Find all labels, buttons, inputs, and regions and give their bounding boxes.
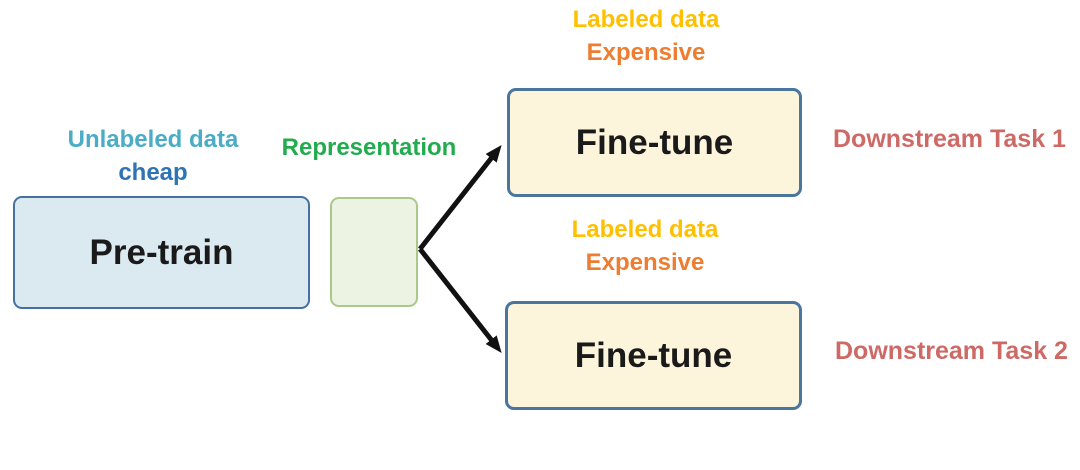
pretrain-box: Pre-train bbox=[13, 196, 310, 309]
finetune-bottom-box: Fine-tune bbox=[505, 301, 802, 410]
labeled-data-bottom-label: Labeled data Expensive bbox=[505, 213, 785, 279]
arrow-to-finetune-bottom bbox=[418, 247, 502, 354]
labeled-data-top-label: Labeled data Expensive bbox=[506, 3, 786, 69]
finetune-bottom-label: Fine-tune bbox=[574, 335, 733, 375]
expensive-bottom-line: Expensive bbox=[585, 249, 705, 276]
arrow-to-finetune-top bbox=[418, 144, 502, 251]
cheap-line: cheap bbox=[118, 159, 188, 186]
labeled-data-bottom-line: Labeled data bbox=[571, 216, 719, 243]
downstream-task-1-label: Downstream Task 1 bbox=[833, 125, 1066, 153]
pretrain-label: Pre-train bbox=[89, 232, 234, 272]
finetune-top-label: Fine-tune bbox=[575, 122, 734, 162]
unlabeled-data-line: Unlabeled data bbox=[67, 126, 239, 153]
finetune-top-box: Fine-tune bbox=[507, 88, 802, 197]
representation-box bbox=[330, 197, 418, 307]
expensive-top-line: Expensive bbox=[586, 39, 706, 66]
labeled-data-top-line: Labeled data bbox=[572, 6, 720, 33]
representation-label: Representation bbox=[281, 134, 457, 161]
downstream-task-2-label: Downstream Task 2 bbox=[835, 337, 1068, 365]
unlabeled-data-label: Unlabeled data cheap bbox=[13, 123, 293, 189]
